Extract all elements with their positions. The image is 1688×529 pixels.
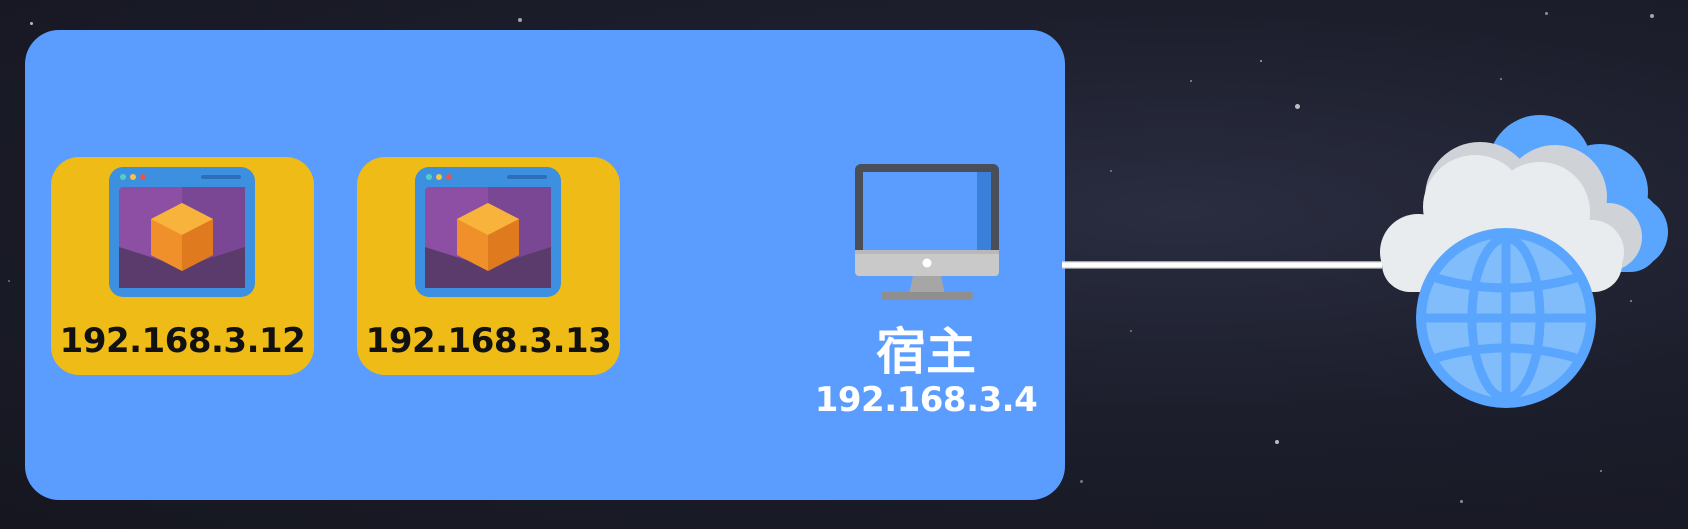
vm-card-2: 192.168.3.13 [357,157,620,375]
cloud-globe-icon [1380,115,1668,408]
vm-ip-label: 192.168.3.13 [365,321,612,361]
desktop-monitor-icon [855,164,999,300]
virtual-machine-window-icon [109,167,255,297]
vm-ip-label: 192.168.3.12 [59,321,306,361]
network-link-line [1062,261,1382,269]
host-ip-label: 192.168.3.4 [814,380,1038,420]
host-label: 宿主 [876,323,976,381]
virtual-machine-window-icon [415,167,561,297]
vm-card-1: 192.168.3.12 [51,157,314,375]
